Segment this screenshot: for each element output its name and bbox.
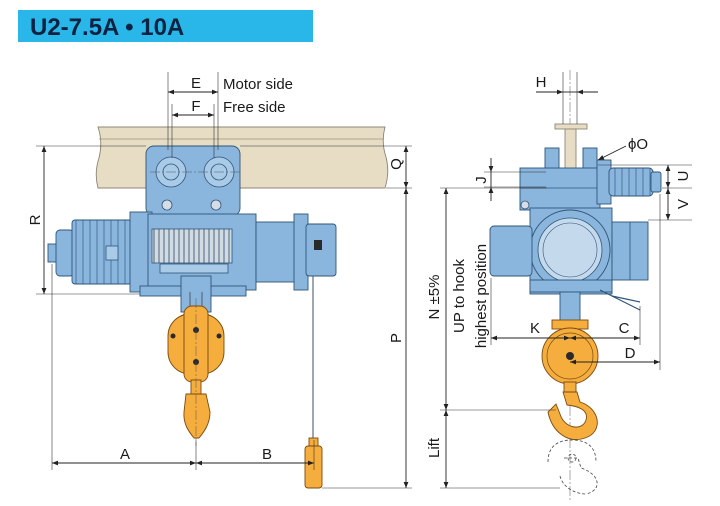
dim-lift-label: Lift xyxy=(426,437,443,458)
hook-block-bolt-left xyxy=(170,333,176,339)
drum-inner xyxy=(537,217,603,283)
hook-side xyxy=(547,391,598,440)
dim-A-label: A xyxy=(120,446,130,463)
cable-gland xyxy=(314,240,322,250)
trolley-bolt xyxy=(520,200,530,210)
page-title: U2-7.5A • 10A xyxy=(30,14,184,41)
front-view: E Motor side F Free side R Q P A B xyxy=(27,72,412,489)
link-bracket-lower xyxy=(611,295,641,303)
free-side-label: Free side xyxy=(223,99,286,116)
dim-V-label: V xyxy=(675,199,692,209)
brake-housing xyxy=(255,221,297,283)
dim-D-label: D xyxy=(625,345,636,362)
motor-end-cap xyxy=(55,229,75,277)
hook-block-axle xyxy=(566,352,574,360)
hook-block-side-ring xyxy=(546,332,594,380)
rope-hanger xyxy=(559,291,581,323)
dim-C-label: C xyxy=(619,320,630,337)
title-banner: U2-7.5A • 10A xyxy=(18,10,313,42)
pendant-switch xyxy=(304,445,323,489)
hook-lowest-position-axle xyxy=(567,453,577,463)
dim-U-label: U xyxy=(675,171,692,182)
beam-top-flange xyxy=(554,123,588,130)
dim-F-label: F xyxy=(191,98,200,115)
hook-lowest-position-outline xyxy=(547,439,597,463)
motor-terminal-box xyxy=(105,245,119,261)
trolley-bolt-right xyxy=(210,199,222,211)
dim-P-label: P xyxy=(388,333,405,343)
side-view: H ϕO J U V N ±5% UP to hook highest posi… xyxy=(426,70,692,500)
drum-cooling-fins xyxy=(151,228,233,264)
name-plate xyxy=(159,263,229,274)
trolley-bolt-left xyxy=(161,199,173,211)
dim-J-label: J xyxy=(473,176,490,184)
dim-B-label: B xyxy=(262,446,272,463)
link-bracket-upper xyxy=(599,289,641,311)
highest-position-label: highest position xyxy=(473,244,490,348)
dim-K-label: K xyxy=(530,320,540,337)
rail-beam xyxy=(95,126,389,189)
dim-O-leader xyxy=(597,145,627,161)
body-bottom-frame xyxy=(529,279,613,293)
traverse-motor xyxy=(608,167,654,197)
hook-lowest-position-hook xyxy=(559,457,598,495)
dim-H-label: H xyxy=(536,74,547,91)
up-to-hook-label: UP to hook xyxy=(451,259,468,333)
drum-inner-ring xyxy=(542,222,598,278)
hook-block-bolt-right xyxy=(216,333,222,339)
dim-N-label: N ±5% xyxy=(426,275,443,320)
traverse-motor-end xyxy=(650,171,662,193)
trolley-frame xyxy=(519,167,601,211)
dim-R-label: R xyxy=(27,214,44,225)
title-banner-background xyxy=(18,10,313,42)
dim-Q-label: Q xyxy=(388,158,405,170)
motor-side-label: Motor side xyxy=(223,76,293,93)
motor-body xyxy=(71,219,133,285)
hook xyxy=(183,393,211,439)
dim-E-label: E xyxy=(191,75,201,92)
dim-O-label: ϕO xyxy=(628,136,648,153)
hoist-motor-end xyxy=(489,225,533,277)
